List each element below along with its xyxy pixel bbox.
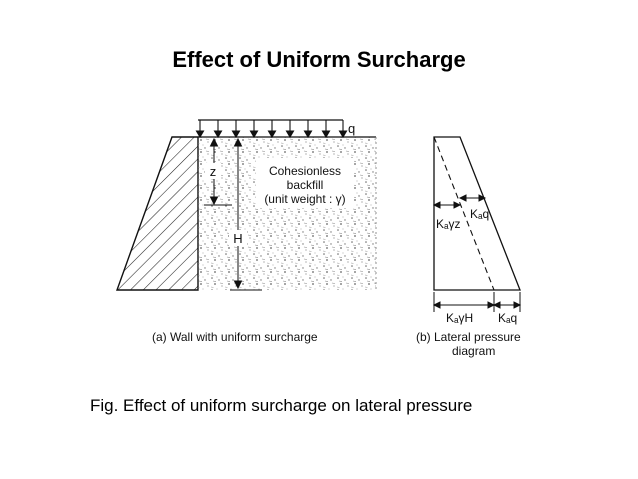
h-dimension [230,137,262,291]
panel-b-pressure-diagram: Kₐγz Kₐq KₐγH Kₐq (b) Lateral pressure d… [416,136,522,358]
triangular-pressure-line [433,136,495,291]
surcharge-q-label: q [348,121,355,136]
backfill-label-line2: backfill [287,178,324,192]
bottom-dimensions [432,292,522,312]
backfill-label-line3: (unit weight : γ) [264,192,345,206]
kagz-label: Kₐγz [436,217,460,231]
surcharge-arrows [195,120,348,139]
kaq-bottom-label: Kₐq [498,311,517,325]
figure-caption: Fig. Effect of uniform surcharge on late… [90,396,473,415]
panel-b-caption-line2: diagram [452,344,495,358]
z-label: z [210,164,217,179]
kagz-dimension [432,201,462,209]
pressure-trapezoid [433,136,521,291]
panel-a-caption: (a) Wall with uniform surcharge [152,330,318,344]
kaq-top-dimension [458,194,487,202]
backfill-label-line1: Cohesionless [269,164,341,178]
panel-b-caption-line1: (b) Lateral pressure [416,330,521,344]
kagh-label: KₐγH [446,311,473,325]
h-label: H [233,231,242,246]
slide-title: Effect of Uniform Surcharge [172,47,466,72]
kaq-top-label: Kₐq [470,207,489,221]
backfill-label-box [256,158,354,208]
panel-a-wall-diagram: Cohesionless backfill (unit weight : γ) … [116,119,377,344]
retaining-wall [116,136,199,291]
